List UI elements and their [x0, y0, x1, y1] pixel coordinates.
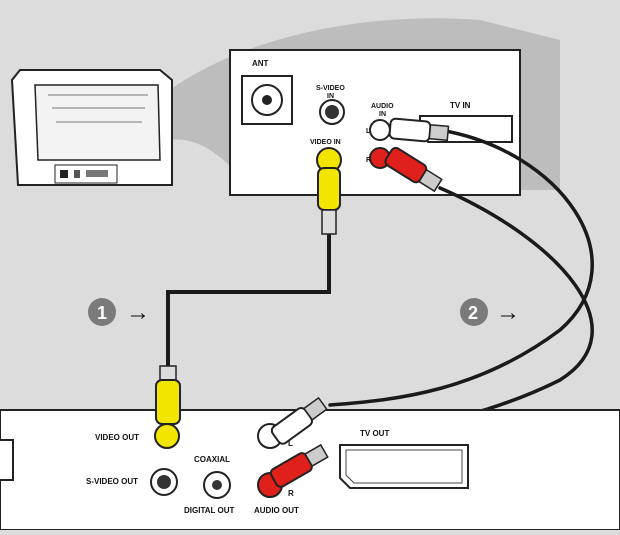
- audio-white-plug-tv-end: [388, 117, 450, 143]
- svideo-in-label-1: S-VIDEO: [316, 85, 345, 92]
- audio-out-right-label: R: [288, 489, 294, 498]
- tv-in-label: TV IN: [450, 101, 471, 110]
- audio-in-label-2: IN: [379, 111, 386, 118]
- video-in-label: VIDEO IN: [310, 139, 341, 146]
- tv-rear-illustration: [10, 69, 173, 186]
- video-cable: [166, 230, 331, 372]
- step-2-arrow: →: [496, 299, 520, 326]
- step-1-number: 1: [97, 303, 107, 323]
- audio-out-label: AUDIO OUT: [254, 506, 299, 515]
- video-plug-tv-end: [317, 167, 341, 235]
- video-out-socket: [154, 423, 180, 449]
- audio-red-plug-player-end: [269, 443, 329, 488]
- audio-red-plug-tv-end: [384, 146, 443, 193]
- tv-out-scart: [339, 444, 469, 489]
- video-out-label: VIDEO OUT: [95, 433, 139, 442]
- audio-out-left-label: L: [288, 439, 293, 448]
- audio-white-plug-player-end: [270, 396, 328, 445]
- ant-label: ANT: [252, 59, 269, 68]
- video-plug-player-end: [155, 365, 181, 425]
- audio-in-right-label: R: [366, 157, 371, 164]
- svideo-in-label-2: IN: [327, 93, 334, 100]
- svideo-out-label: S-VIDEO OUT: [86, 477, 138, 486]
- digital-out-label: DIGITAL OUT: [184, 506, 234, 515]
- step-2-number: 2: [468, 303, 478, 323]
- coaxial-label: COAXIAL: [194, 455, 230, 464]
- audio-in-left-label: L: [366, 128, 371, 135]
- audio-in-left-socket: [369, 119, 391, 141]
- step-1-marker: 1 →: [88, 298, 150, 326]
- step-1-arrow: →: [126, 299, 150, 326]
- step-2-marker: 2 →: [460, 298, 520, 326]
- tv-connector-panel: ANT S-VIDEO IN VIDEO IN AUDIO IN L R TV …: [229, 49, 521, 196]
- tv-out-label: TV OUT: [360, 429, 389, 438]
- audio-cable-white: [328, 128, 594, 407]
- audio-in-label-1: AUDIO: [371, 103, 394, 110]
